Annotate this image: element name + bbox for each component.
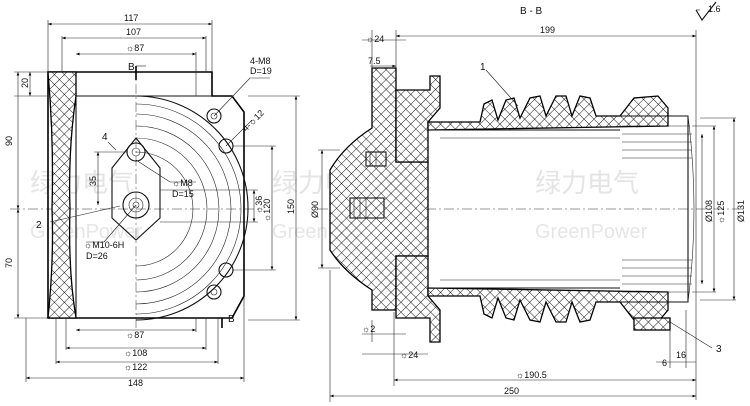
svg-text:D=15: D=15 — [172, 189, 194, 199]
right-view-labels: B - B ☼24 199 7.5 Ø108 ☼125 Ø131 Ø90 ☼2 … — [310, 6, 746, 396]
svg-text:☼24: ☼24 — [366, 34, 384, 44]
sheds-top — [427, 95, 669, 131]
mount-hole — [206, 108, 222, 124]
svg-text:B: B — [128, 62, 135, 73]
svg-text:250: 250 — [504, 386, 519, 396]
svg-text:6: 6 — [662, 358, 667, 368]
left-view — [10, 20, 300, 382]
svg-text:107: 107 — [126, 27, 141, 37]
svg-text:☼190.5: ☼190.5 — [516, 370, 547, 380]
svg-text:☼36: ☼36 — [254, 196, 264, 214]
svg-text:Ø131: Ø131 — [736, 200, 746, 222]
svg-text:117: 117 — [124, 13, 138, 23]
svg-text:☼125: ☼125 — [716, 201, 726, 224]
svg-text:148: 148 — [128, 378, 143, 388]
mount-hole — [206, 284, 222, 300]
svg-text:☼M10-6H: ☼M10-6H — [84, 240, 124, 250]
svg-text:3: 3 — [716, 344, 722, 355]
insert-part-3 — [633, 317, 671, 331]
svg-text:16: 16 — [676, 350, 686, 360]
svg-text:☼120: ☼120 — [262, 199, 272, 222]
svg-text:D=26: D=26 — [86, 251, 108, 261]
left-view-labels: 117 107 ☼87 ☼87 ☼108 ☼122 148 20 90 35 7… — [4, 13, 296, 388]
svg-text:绿力电气: 绿力电气 — [30, 168, 134, 198]
svg-text:7.5: 7.5 — [368, 56, 381, 66]
left-wall-section — [47, 71, 77, 319]
svg-text:D=19: D=19 — [250, 66, 272, 76]
svg-text:35: 35 — [88, 176, 98, 186]
svg-text:B: B — [228, 314, 235, 325]
svg-text:B - B: B - B — [520, 6, 543, 17]
right-view — [318, 30, 742, 402]
svg-text:GreenPower: GreenPower — [535, 221, 648, 243]
sheds-bottom — [427, 287, 669, 323]
svg-text:☼122: ☼122 — [124, 362, 147, 372]
svg-text:☼87: ☼87 — [126, 330, 144, 340]
svg-text:1: 1 — [480, 62, 486, 73]
svg-text:绿力电气: 绿力电气 — [535, 168, 639, 198]
svg-text:Ø90: Ø90 — [310, 201, 320, 218]
svg-text:150: 150 — [286, 199, 296, 214]
svg-text:☼24: ☼24 — [400, 350, 418, 360]
svg-text:☼M8: ☼M8 — [172, 178, 193, 188]
svg-text:4: 4 — [102, 132, 108, 143]
svg-text:2: 2 — [36, 220, 42, 231]
svg-text:1.6: 1.6 — [708, 4, 721, 14]
svg-text:Ø108: Ø108 — [704, 200, 714, 222]
m10-boss — [111, 137, 161, 241]
svg-text:70: 70 — [4, 258, 14, 268]
roughness-symbol: 1.6 — [695, 1, 721, 21]
svg-text:4-M8: 4-M8 — [250, 56, 271, 66]
svg-text:199: 199 — [540, 25, 555, 35]
svg-text:20: 20 — [20, 78, 30, 88]
svg-text:90: 90 — [4, 136, 14, 146]
svg-text:☼87: ☼87 — [126, 43, 144, 53]
svg-text:☼2: ☼2 — [362, 324, 375, 334]
corrugated-end — [620, 115, 689, 303]
svg-text:☼108: ☼108 — [124, 348, 147, 358]
